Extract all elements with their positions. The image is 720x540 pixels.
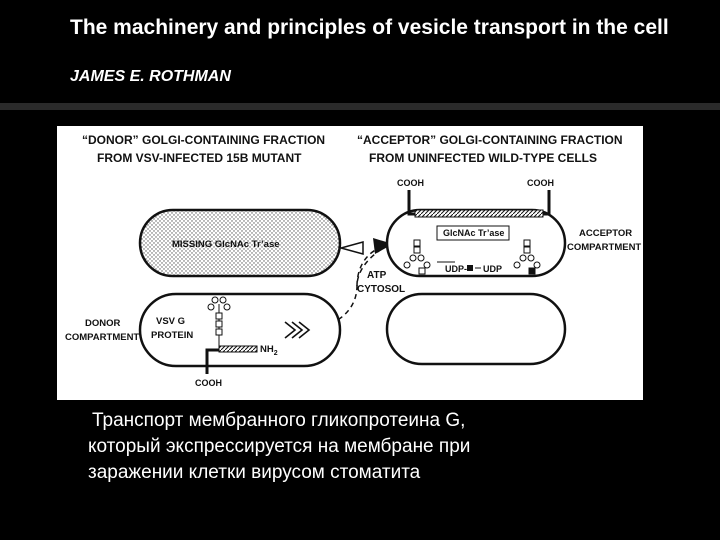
- vesicle-budding-arrows: [284, 321, 311, 339]
- vsv-g-protein-bar: [218, 345, 258, 353]
- cooh-left-label: COOH: [397, 178, 424, 188]
- udp-sugar-square: [467, 265, 473, 271]
- sugar-chain-right: [513, 239, 541, 275]
- missing-enzyme-label: MISSING GlcNAc Tr’ase: [172, 239, 280, 250]
- sugar-chain-left: [403, 239, 431, 275]
- slide-caption: Транспорт мембранного гликопротеина G, к…: [88, 408, 688, 486]
- vesicle-transport-diagram: “DONOR” GOLGI-CONTAINING FRACTION FROM V…: [57, 126, 643, 400]
- open-arrowhead: [338, 241, 364, 255]
- glcnac-transferase-box: [436, 225, 510, 241]
- cytosol-label: CYTOSOL: [357, 284, 405, 295]
- acceptor-compartment-label-line1: ACCEPTOR: [579, 228, 632, 239]
- donor-heading-line2: FROM VSV-INFECTED 15B MUTANT: [97, 151, 302, 165]
- donor-compartment: [138, 292, 342, 368]
- vsv-g-sugar-chain: [207, 296, 231, 346]
- caption-line-2: который экспрессируется на мембране при: [88, 436, 471, 457]
- acceptor-compartment-label-line2: COMPARTMENT: [567, 242, 641, 253]
- caption-line-3: заражении клетки вирусом стоматита: [88, 462, 421, 483]
- vsv-g-label-line1: VSV G: [156, 316, 185, 327]
- atp-label: ATP: [367, 270, 387, 281]
- acceptor-heading-line2: FROM UNINFECTED WILD-TYPE CELLS: [369, 151, 597, 165]
- donor-heading-line1: “DONOR” GOLGI-CONTAINING FRACTION: [82, 133, 325, 147]
- udp-label: UDP: [483, 264, 502, 274]
- acceptor-heading-line1: “ACCEPTOR” GOLGI-CONTAINING FRACTION: [357, 133, 623, 147]
- glcnac-transferase-label: GlcNAc Tr’ase: [443, 228, 504, 238]
- header-divider: [0, 103, 720, 110]
- acceptor-empty-compartment: [385, 292, 567, 366]
- vsv-g-transmembrane: [205, 348, 219, 374]
- diagram-canvas: “DONOR” GOLGI-CONTAINING FRACTION FROM V…: [65, 133, 641, 388]
- donor-compartment-label-line2: COMPARTMENT: [65, 332, 139, 343]
- caption-line-1: Транспорт мембранного гликопротеина G,: [92, 410, 466, 431]
- udp-sugar-label: UDP-: [445, 264, 467, 274]
- nh2-label: NH2: [260, 344, 278, 357]
- vsv-g-label-line2: PROTEIN: [151, 330, 193, 341]
- cooh-bottom-label: COOH: [195, 378, 222, 388]
- membrane-glycoprotein-bar: [414, 209, 544, 218]
- slide-title: The machinery and principles of vesicle …: [70, 16, 669, 39]
- filled-arrowhead: [373, 238, 393, 254]
- slide-author: JAMES E. ROTHMAN: [70, 68, 231, 85]
- slide-header: The machinery and principles of vesicle …: [0, 0, 720, 103]
- donor-golgi-missing-enzyme-compartment: [138, 208, 342, 278]
- cooh-right-label: COOH: [527, 178, 554, 188]
- donor-compartment-label-line1: DONOR: [85, 318, 121, 329]
